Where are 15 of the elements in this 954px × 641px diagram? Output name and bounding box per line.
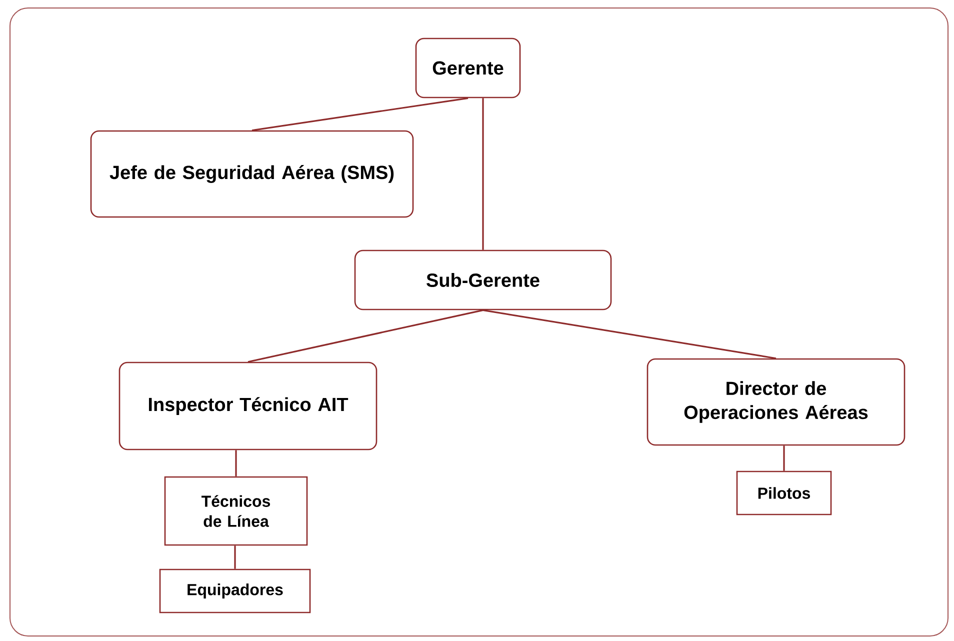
connector-line <box>482 98 484 250</box>
connector-line <box>783 446 785 471</box>
org-box: Gerente <box>415 38 521 98</box>
connector-line <box>252 97 468 132</box>
org-box: Director de Operaciones Aéreas <box>646 358 906 446</box>
small-box: Equipadores <box>159 568 311 614</box>
connector-line <box>234 546 236 569</box>
org-box: Jefe de Seguridad Aérea (SMS) <box>90 130 414 218</box>
org-box: Sub-Gerente <box>354 250 612 310</box>
org-box: Inspector Técnico AIT <box>118 362 378 450</box>
connector-line <box>482 309 776 360</box>
small-box: Pilotos <box>736 470 832 516</box>
connector-line <box>235 450 237 476</box>
small-box: Técnicos de Línea <box>164 476 308 546</box>
connector-line <box>248 309 484 363</box>
